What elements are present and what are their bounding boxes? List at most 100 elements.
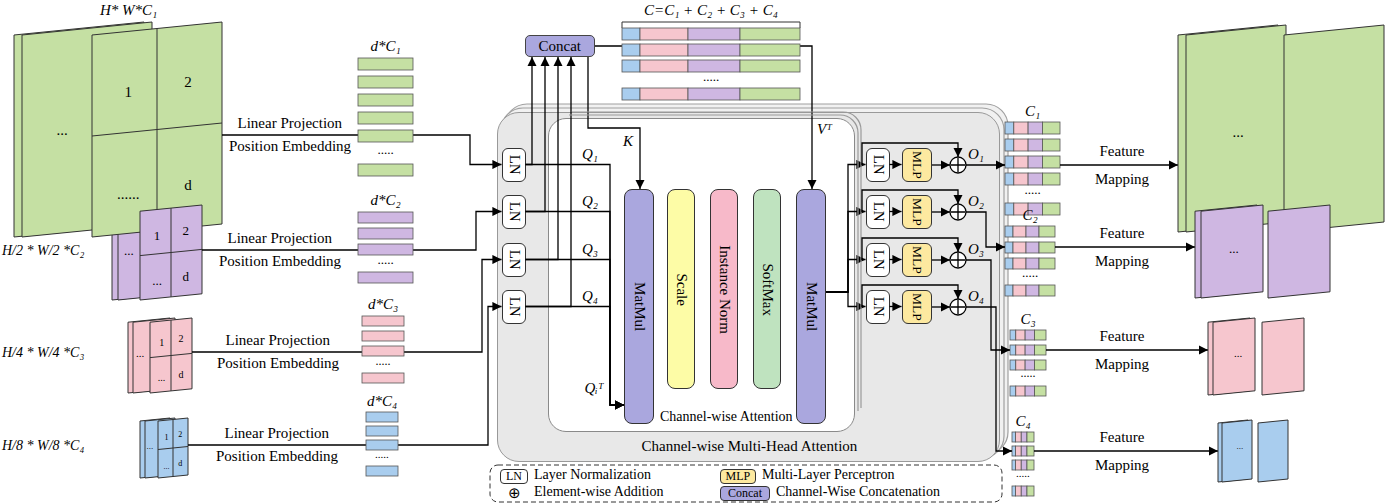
legend-sample-text: Concat <box>728 487 762 501</box>
output-token <box>1016 432 1022 442</box>
output-token <box>1027 432 1034 442</box>
concat-token <box>688 44 740 56</box>
box-label: MLP <box>909 245 925 273</box>
output-token <box>1005 203 1014 215</box>
concat-token <box>640 44 688 56</box>
token <box>362 331 404 341</box>
annotation: Position Embedding <box>216 448 338 465</box>
annotation: Linear Projection <box>238 115 343 132</box>
add-symbol-plus <box>951 300 965 314</box>
output-token <box>1012 460 1016 470</box>
annotation: d*C₄ <box>367 393 397 410</box>
patch-index: ... <box>163 462 169 471</box>
legend-sample: LN <box>500 469 528 484</box>
output-token <box>1010 386 1016 396</box>
connector <box>595 46 812 189</box>
output-token <box>1014 139 1028 151</box>
mapping-arrow <box>1034 450 1218 451</box>
output-token <box>1026 226 1039 237</box>
patch-index: d <box>182 270 189 285</box>
step-label: Feature Mapping <box>1089 423 1155 479</box>
output-token <box>1025 386 1034 396</box>
output-token <box>1005 226 1013 237</box>
annotation: ..... <box>378 253 394 268</box>
output-token <box>1034 386 1046 396</box>
token <box>358 76 413 88</box>
panel-title: Channel-wise Multi-Head Attention <box>642 438 858 455</box>
legend-box <box>490 465 1002 502</box>
connector <box>588 57 640 189</box>
token <box>362 316 404 326</box>
output-token <box>1042 203 1060 215</box>
output-token <box>1034 345 1046 355</box>
residual-line <box>862 285 958 307</box>
softmax-box: SoftMax <box>753 189 781 389</box>
annotation: Linear Projection <box>228 230 333 247</box>
add-symbol <box>950 252 966 268</box>
annotation: ..... <box>1022 266 1038 281</box>
feature-map-plane <box>150 318 192 393</box>
box-label: Instance Norm <box>715 245 732 334</box>
connector <box>526 57 546 212</box>
output-token <box>1039 285 1055 296</box>
layer-norm-box: LN <box>502 195 526 229</box>
layer-norm-box: LN <box>502 290 526 324</box>
annotation: O₄ <box>968 288 984 305</box>
residual-line <box>862 143 958 165</box>
output-token <box>1005 156 1014 168</box>
output-token <box>1016 486 1022 496</box>
concat-token <box>740 28 800 40</box>
annotation: ... <box>1234 347 1242 360</box>
concat-token <box>740 60 800 72</box>
step-label: Feature Mapping <box>1089 219 1155 275</box>
layer-norm-box: LN <box>866 148 890 182</box>
box-label: SoftMax <box>758 263 775 316</box>
concat-token <box>622 60 640 72</box>
output-line <box>966 307 1012 451</box>
box-label: MLP <box>909 292 925 320</box>
output-token <box>1005 122 1014 134</box>
patch-index: 2 <box>179 333 184 345</box>
step-label: Feature Mapping <box>1089 137 1155 193</box>
grid-line <box>150 353 192 357</box>
legend-sample: Concat <box>720 486 770 501</box>
patch-index: 2 <box>184 74 192 91</box>
box-label: LN <box>869 155 886 175</box>
annotation: ... <box>57 122 68 139</box>
connector <box>526 165 625 406</box>
annotation: ... <box>136 347 144 360</box>
output-token <box>1010 345 1016 355</box>
output-token <box>1016 345 1025 355</box>
annotation: Qᵢᵀ <box>585 380 604 397</box>
box-label: LN <box>505 155 522 175</box>
box-label: MLP <box>909 197 925 225</box>
annotation: ... <box>147 441 154 451</box>
connector <box>202 212 502 251</box>
annotation: C=C₁ + C₂ + C₃ + C₄ <box>644 2 778 19</box>
head-layer-edge <box>569 115 858 411</box>
patch-index: 1 <box>124 84 132 101</box>
feature-map-outline <box>150 318 192 393</box>
connector <box>890 164 902 165</box>
box-label: MatMul <box>802 282 819 331</box>
token <box>358 212 413 223</box>
annotation: ... <box>124 244 134 259</box>
annotation: Position Embedding <box>217 355 339 372</box>
concat-token <box>640 88 688 100</box>
layer-norm-box: LN <box>866 290 890 324</box>
annotation: ..... <box>1025 183 1041 198</box>
token <box>358 58 413 70</box>
output-token <box>1039 226 1055 237</box>
annotation: H* W*C₁ <box>100 2 157 19</box>
annotation: Linear Projection <box>225 425 330 442</box>
output-token <box>1021 446 1027 456</box>
connector <box>526 307 625 406</box>
feature-map-plane <box>140 205 202 300</box>
token <box>358 94 413 106</box>
output-token <box>1026 242 1039 253</box>
output-feature-map <box>1222 420 1252 482</box>
step-label: Feature Mapping <box>1089 322 1155 378</box>
output-token <box>1026 285 1039 296</box>
patch-index: ...... <box>117 186 140 203</box>
annotation: C₄ <box>1016 413 1031 430</box>
